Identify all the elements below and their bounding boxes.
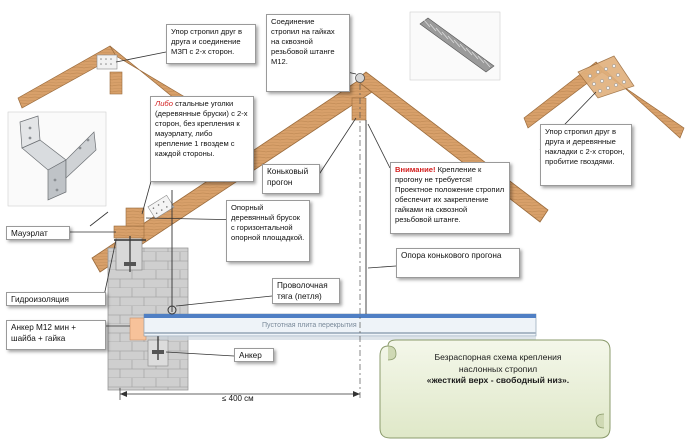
- upper-left-plate: [96, 54, 118, 70]
- callout-support-block: Опорный деревянный брусок с горизонтальн…: [226, 200, 310, 262]
- callout-right-overlay: Упор стропил друг в друга и деревянные н…: [540, 124, 632, 186]
- floor-slab: [143, 313, 537, 340]
- either-prefix: Либо: [155, 99, 173, 108]
- support-block: [125, 207, 145, 227]
- warning-rest: Крепление к прогону не требуется! Проект…: [395, 165, 505, 224]
- anchor-insulation: [129, 317, 147, 341]
- right-truss-overlay: [577, 55, 635, 99]
- right-truss: [523, 55, 685, 139]
- callout-ridge-support: Опора конькового прогона: [396, 248, 520, 278]
- scroll-line-1: Безраспорная схема крепления: [434, 352, 562, 362]
- ridge-bolt-head: [355, 73, 365, 83]
- steel-bracket-image: [7, 111, 107, 207]
- ridge-post: [351, 97, 367, 121]
- mauerlat-beam: [113, 225, 145, 239]
- callout-ridge-purlin: Коньковый прогон: [262, 164, 320, 194]
- scroll-line-2: наслонных стропил: [458, 363, 538, 374]
- span-dimension: [119, 388, 360, 400]
- slab-label: Пустотная плита перекрытия: [262, 322, 357, 329]
- callout-mauerlat: Мауэрлат: [6, 226, 70, 240]
- scroll-line-3: «жесткий верх - свободный низ».: [426, 375, 570, 385]
- callout-waterproofing: Гидроизоляция: [6, 292, 106, 306]
- callout-either: Либо стальные уголки (деревянные бруски)…: [150, 96, 254, 182]
- eave-plate: [147, 194, 175, 220]
- left-post: [109, 71, 123, 95]
- scroll-caption: Безраспорная схема крепления наслонных с…: [392, 352, 604, 387]
- callout-anchor-bolt: Анкер М12 мин + шайба + гайка: [6, 320, 106, 350]
- callout-wire-tie: Проволочная тяга (петля): [272, 278, 340, 304]
- callout-ridge-bolt: Соединение стропил на гайках на сквозной…: [266, 14, 350, 92]
- threaded-rod-image: [409, 11, 501, 81]
- either-rest: стальные уголки (деревянные бруски) с 2-…: [155, 99, 248, 158]
- callout-warning: Внимание! Крепление к прогону не требует…: [390, 162, 510, 234]
- wire-tie-loop: [167, 305, 177, 315]
- warning-prefix: Внимание!: [395, 165, 436, 174]
- callout-rafter-stop-top: Упор стропил друг в друга и соединение М…: [166, 24, 256, 64]
- title-scroll: [379, 339, 611, 439]
- callout-anchor: Анкер: [234, 348, 274, 362]
- dimension-label: ≤ 400 см: [222, 394, 254, 403]
